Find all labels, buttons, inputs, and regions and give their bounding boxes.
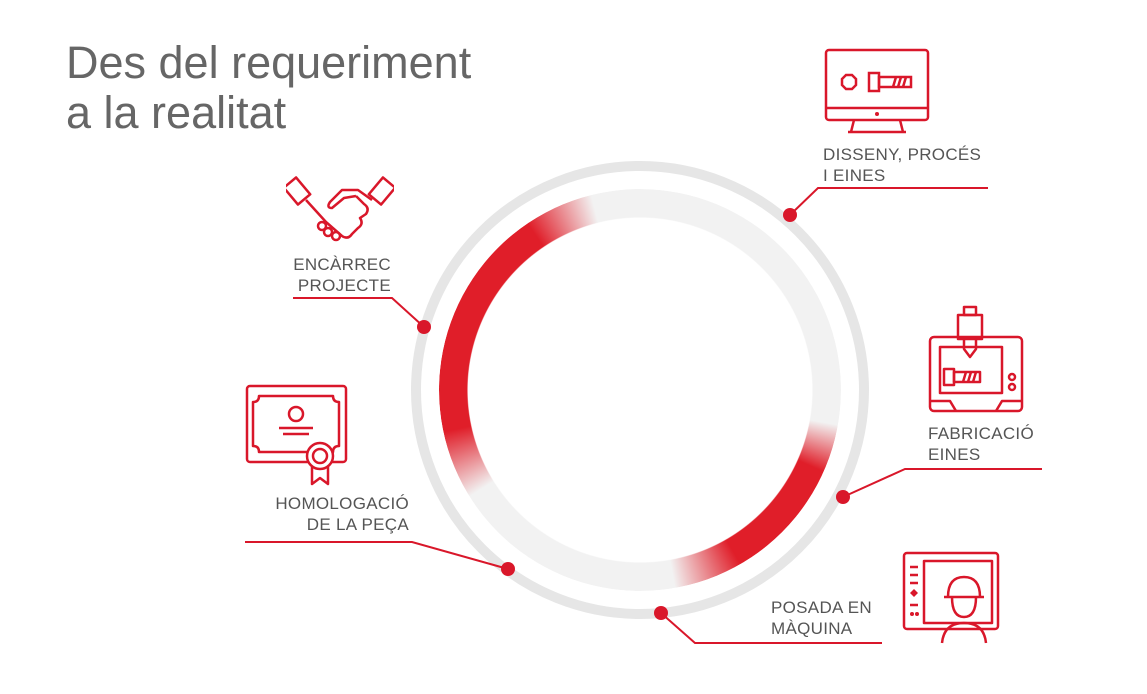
connector-encarrec bbox=[293, 297, 425, 328]
connector-homologacio bbox=[245, 541, 509, 570]
worker-screen-icon bbox=[902, 551, 1000, 644]
label-disseny: DISSENY, PROCÉS I EINES bbox=[823, 145, 982, 185]
handshake-icon bbox=[286, 176, 394, 242]
connector-disseny bbox=[789, 187, 988, 216]
connector-posada bbox=[660, 612, 882, 644]
certificate-icon bbox=[245, 384, 348, 486]
dot-posada bbox=[654, 606, 668, 620]
monitor-bolt-icon bbox=[824, 48, 930, 134]
dot-homologacio bbox=[501, 562, 515, 576]
page-title: Des del requeriment a la realitat bbox=[66, 37, 472, 138]
dot-disseny bbox=[783, 208, 797, 222]
label-fabricacio: FABRICACIÓ EINES bbox=[928, 424, 1034, 464]
progress-ring bbox=[439, 189, 841, 591]
label-encarrec: ENCÀRREC PROJECTE bbox=[293, 255, 391, 295]
dot-encarrec bbox=[417, 320, 431, 334]
dot-fabricacio bbox=[836, 490, 850, 504]
cnc-machine-icon bbox=[928, 305, 1024, 413]
label-homologacio: HOMOLOGACIÓ DE LA PEÇA bbox=[275, 494, 409, 534]
label-posada: POSADA EN MÀQUINA bbox=[771, 598, 872, 638]
outer-ring bbox=[411, 161, 869, 619]
connector-fabricacio bbox=[842, 468, 1042, 498]
